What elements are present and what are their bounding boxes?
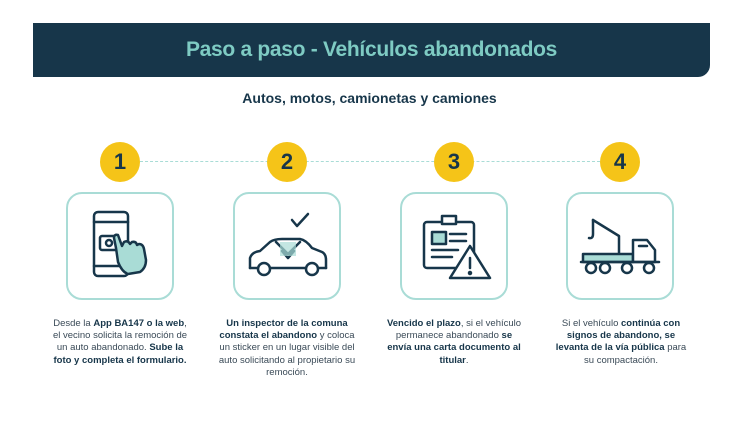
step-3-description: Vencido el plazo, si el vehículo permane… — [386, 318, 522, 366]
phone-hand-icon — [92, 210, 148, 278]
step-4-card — [566, 192, 674, 300]
step-2-description: Un inspector de la comuna constata el ab… — [218, 318, 356, 378]
car-sticker-icon — [248, 212, 328, 277]
page-subtitle: Autos, motos, camionetas y camiones — [242, 90, 497, 106]
step-3-number: 3 — [434, 142, 474, 182]
page-title: Paso a paso - Vehículos abandonados — [185, 38, 558, 61]
steps-connector-line — [140, 161, 600, 162]
document-warning-icon — [422, 214, 492, 280]
step-1-description: Desde la App BA147 o la web, el vecino s… — [52, 318, 188, 366]
step-2-card — [233, 192, 341, 300]
step-1-number: 1 — [100, 142, 140, 182]
step-2-number: 2 — [267, 142, 307, 182]
tow-truck-icon — [579, 218, 661, 275]
step-1-card — [66, 192, 174, 300]
step-3-card — [400, 192, 508, 300]
step-4-number: 4 — [600, 142, 640, 182]
step-4-description: Si el vehículo continúa con signos de ab… — [555, 318, 687, 366]
header-banner: Paso a paso - Vehículos abandonados — [33, 23, 710, 77]
